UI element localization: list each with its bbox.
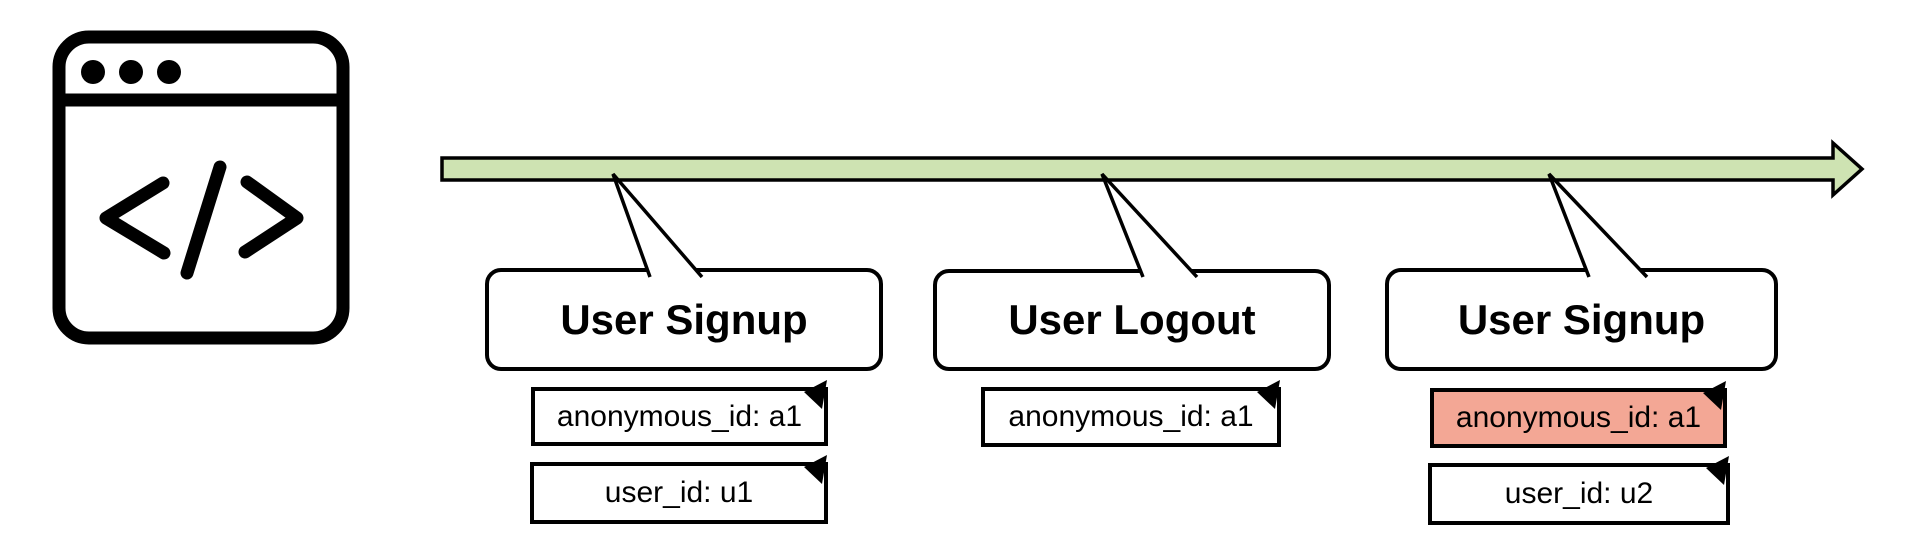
tag-label: user_id: u1: [604, 476, 754, 509]
tag-label: user_id: u2: [1504, 477, 1654, 510]
event-title: User Logout: [1008, 296, 1256, 343]
folded-corner-icon: [804, 380, 827, 409]
event-callout-user-logout: User Logout: [933, 269, 1331, 371]
tag-label: anonymous_id: a1: [1455, 401, 1702, 434]
event-title: User Signup: [1457, 295, 1706, 343]
code-icon: [99, 160, 304, 280]
callout-tail-3: [1547, 172, 1649, 279]
tag-label: anonymous_id: a1: [556, 399, 803, 433]
event-title: User Signup: [560, 295, 808, 343]
window-dots-icon: [81, 60, 181, 84]
folded-corner-icon: [804, 455, 827, 484]
folded-corner-icon: [1703, 381, 1726, 410]
browser-code-icon: [52, 30, 350, 345]
timeline-arrow: [440, 139, 1865, 199]
browser-window-frame: [52, 30, 350, 345]
callout-tail-1: [611, 172, 704, 279]
tag-anonymous-id-2: anonymous_id: a1: [981, 380, 1281, 447]
tag-anonymous-id-1: anonymous_id: a1: [531, 380, 828, 446]
event-callout-user-signup-1: User Signup: [485, 268, 883, 371]
tag-user-id-2: user_id: u2: [1428, 456, 1730, 525]
tag-label: anonymous_id: a1: [1008, 400, 1254, 433]
tag-anonymous-id-3-highlighted: anonymous_id: a1: [1430, 381, 1727, 448]
tag-user-id-1: user_id: u1: [530, 455, 828, 524]
folded-corner-icon: [1257, 380, 1280, 409]
event-callout-user-signup-2: User Signup: [1385, 268, 1778, 371]
callout-tail-2: [1100, 172, 1199, 279]
folded-corner-icon: [1706, 456, 1729, 485]
